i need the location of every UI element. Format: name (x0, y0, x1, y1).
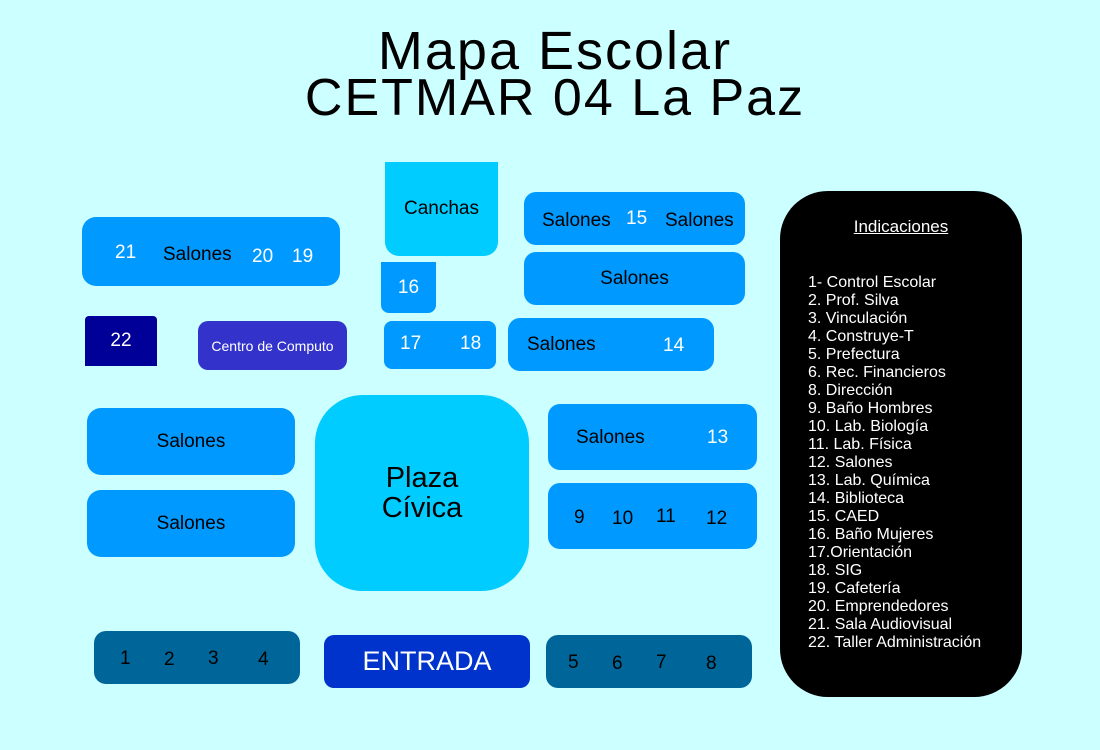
legend-item: 12. Salones (808, 454, 893, 471)
map-title: Mapa Escolar (377, 21, 733, 81)
salones-label: Salones (156, 430, 226, 452)
number-14: 14 (663, 335, 685, 356)
salones-label: Salones (576, 427, 645, 448)
number-12: 12 (706, 508, 728, 529)
salones-label: Salones (542, 210, 611, 231)
plaza-label-line2: Cívica (381, 492, 463, 524)
entrada-label: ENTRADA (362, 646, 492, 676)
salones-label: Salones (156, 512, 226, 534)
number-11: 11 (656, 506, 676, 527)
block-salones-13[interactable]: Salones 13 (548, 404, 757, 470)
legend-panel: Indicaciones 1- Control Escolar 2. Prof.… (780, 191, 1022, 697)
block-17-18[interactable]: 17 18 (384, 321, 496, 369)
legend-item: 15. CAED (808, 508, 880, 525)
legend-item: 1- Control Escolar (808, 274, 937, 291)
number-5: 5 (568, 652, 579, 673)
number-18: 18 (460, 333, 482, 354)
legend-item: 3. Vinculación (808, 310, 908, 327)
number-9: 9 (574, 507, 585, 528)
number-1: 1 (120, 648, 131, 669)
number-7: 7 (656, 652, 667, 673)
legend-item: 8. Dirección (808, 382, 893, 399)
canchas-area[interactable]: Canchas (385, 162, 498, 256)
map-subtitle: CETMAR 04 La Paz (304, 69, 806, 127)
legend-item: 16. Baño Mujeres (808, 526, 934, 543)
legend-item: 5. Prefectura (808, 346, 900, 363)
legend-item: 4. Construye-T (808, 328, 914, 345)
salones-label: Salones (527, 334, 596, 355)
number-15: 15 (626, 208, 648, 229)
salones-label: Salones (665, 210, 734, 231)
block-salones-left-2[interactable]: Salones (87, 490, 295, 557)
legend-item: 2. Prof. Silva (808, 292, 899, 309)
legend-item: 20. Emprendedores (808, 598, 949, 615)
salones-label: Salones (600, 267, 669, 289)
legend-item: 21. Sala Audiovisual (808, 616, 953, 633)
legend-item: 19. Cafetería (808, 580, 901, 597)
block-5-6-7-8[interactable]: 5 6 7 8 (546, 635, 752, 688)
block-salones-left-1[interactable]: Salones (87, 408, 295, 475)
number-4: 4 (258, 649, 269, 670)
entrada[interactable]: ENTRADA (324, 635, 530, 688)
number-6: 6 (612, 653, 623, 674)
plaza-label-line1: Plaza (385, 462, 459, 494)
number-22: 22 (110, 330, 132, 351)
legend-title: Indicaciones (853, 217, 949, 236)
block-16[interactable]: 16 (381, 262, 436, 313)
legend-item: 18. SIG (808, 562, 863, 579)
number-19: 19 (292, 246, 314, 267)
legend-item: 22. Taller Administración (808, 634, 982, 651)
block-salones-15[interactable]: Salones 15 Salones (524, 192, 745, 245)
block-9-10-11-12[interactable]: 9 10 11 12 (548, 483, 757, 549)
legend-item: 9. Baño Hombres (808, 400, 933, 417)
legend-item: 10. Lab. Biología (808, 418, 929, 435)
block-salones-upper-right[interactable]: Salones (524, 252, 745, 305)
number-10: 10 (612, 508, 634, 529)
number-20: 20 (252, 246, 274, 267)
block-salones-21-20-19[interactable]: 21 Salones 20 19 (82, 217, 340, 286)
legend-item: 13. Lab. Química (808, 472, 930, 489)
number-2: 2 (164, 649, 175, 670)
number-3: 3 (208, 648, 219, 669)
legend-item: 14. Biblioteca (808, 490, 905, 507)
legend-item: 6. Rec. Financieros (808, 364, 946, 381)
plaza-civica[interactable]: Plaza Cívica (315, 395, 529, 591)
canchas-label: Canchas (404, 198, 479, 219)
legend-item: 17.Orientación (808, 544, 913, 561)
block-22[interactable]: 22 (85, 316, 157, 366)
legend-item: 11. Lab. Física (808, 436, 912, 453)
salones-label: Salones (163, 244, 232, 265)
number-21: 21 (115, 242, 137, 263)
number-16: 16 (397, 276, 420, 298)
block-centro-de-computo[interactable]: Centro de Computo (198, 321, 347, 370)
legend-list: 1- Control Escolar 2. Prof. Silva 3. Vin… (808, 274, 981, 652)
block-1-2-3-4[interactable]: 1 2 3 4 (94, 631, 300, 684)
number-13: 13 (707, 427, 729, 448)
number-17: 17 (400, 333, 422, 354)
block-salones-14[interactable]: Salones 14 (508, 318, 714, 371)
number-8: 8 (706, 653, 717, 674)
centro-computo-label: Centro de Computo (211, 337, 334, 354)
